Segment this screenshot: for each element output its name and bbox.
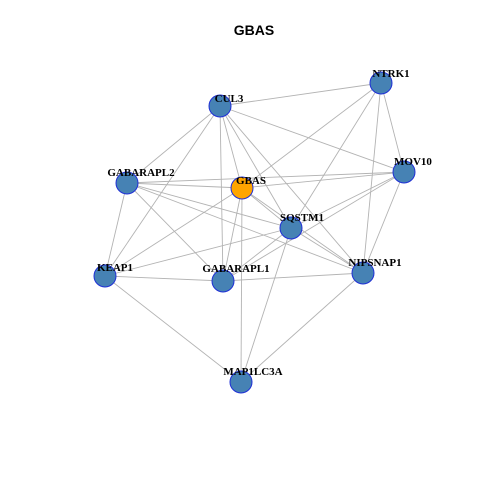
edge-gbas-keap1 bbox=[104, 187, 243, 277]
node-label-cul3: CUL3 bbox=[215, 93, 244, 105]
edge-sqstm1-nipsnap1 bbox=[290, 227, 364, 274]
node-circle-gabarapl2[interactable] bbox=[115, 171, 139, 195]
node-circle-keap1[interactable] bbox=[93, 264, 117, 288]
edge-gbas-gabarapl1 bbox=[222, 187, 243, 282]
edge-ntrk1-nipsnap1 bbox=[362, 82, 382, 274]
node-nipsnap1[interactable]: NIPSNAP1 bbox=[348, 257, 402, 285]
node-label-gabarapl1: GABARAPL1 bbox=[202, 263, 269, 275]
graph-title: GBAS bbox=[234, 22, 274, 38]
node-mov10[interactable]: MOV10 bbox=[392, 156, 432, 184]
edge-gabarapl2-nipsnap1 bbox=[126, 182, 364, 274]
node-circle-gabarapl1[interactable] bbox=[211, 269, 235, 293]
edge-keap1-gabarapl1 bbox=[104, 275, 224, 282]
node-keap1[interactable]: KEAP1 bbox=[93, 262, 133, 288]
edge-nipsnap1-map1lc3a bbox=[240, 272, 364, 383]
node-map1lc3a[interactable]: MAP1LC3A bbox=[223, 366, 283, 394]
node-label-ntrk1: NTRK1 bbox=[372, 68, 409, 80]
edge-sqstm1-keap1 bbox=[104, 227, 292, 277]
node-gbas[interactable]: GBAS bbox=[230, 175, 266, 200]
edge-cul3-gabarapl1 bbox=[219, 105, 224, 282]
edge-cul3-gbas bbox=[219, 105, 243, 189]
edge-mov10-nipsnap1 bbox=[362, 171, 405, 274]
edge-layer bbox=[104, 82, 405, 383]
edge-cul3-gabarapl2 bbox=[126, 105, 221, 184]
node-circle-gbas[interactable] bbox=[230, 176, 254, 200]
edge-gbas-nipsnap1 bbox=[241, 187, 364, 274]
node-label-sqstm1: SQSTM1 bbox=[280, 212, 324, 224]
edge-gabarapl2-mov10 bbox=[126, 171, 405, 184]
edge-keap1-map1lc3a bbox=[104, 275, 242, 383]
edge-sqstm1-gabarapl1 bbox=[222, 227, 292, 282]
node-sqstm1[interactable]: SQSTM1 bbox=[279, 212, 324, 240]
edge-cul3-keap1 bbox=[104, 105, 221, 277]
edge-sqstm1-map1lc3a bbox=[240, 227, 292, 383]
edge-ntrk1-sqstm1 bbox=[290, 82, 382, 229]
edge-gabarapl2-gabarapl1 bbox=[126, 182, 224, 282]
node-gabarapl2[interactable]: GABARAPL2 bbox=[107, 167, 175, 195]
edge-cul3-ntrk1 bbox=[219, 82, 382, 107]
node-circle-ntrk1[interactable] bbox=[369, 71, 393, 95]
edge-gabarapl1-nipsnap1 bbox=[222, 272, 364, 282]
node-label-keap1: KEAP1 bbox=[97, 262, 133, 274]
edge-mov10-gabarapl1 bbox=[222, 171, 405, 282]
edge-gbas-map1lc3a bbox=[240, 187, 243, 383]
edge-cul3-sqstm1 bbox=[219, 105, 292, 229]
node-label-gbas: GBAS bbox=[236, 175, 266, 187]
node-cul3[interactable]: CUL3 bbox=[208, 93, 244, 118]
edge-gabarapl2-gbas bbox=[126, 182, 243, 189]
node-label-nipsnap1: NIPSNAP1 bbox=[348, 257, 401, 269]
node-label-mov10: MOV10 bbox=[394, 156, 432, 168]
edge-gabarapl2-keap1 bbox=[104, 182, 128, 277]
node-circle-sqstm1[interactable] bbox=[279, 216, 303, 240]
edge-mov10-gbas bbox=[241, 171, 405, 189]
node-circle-cul3[interactable] bbox=[208, 94, 232, 118]
node-ntrk1[interactable]: NTRK1 bbox=[369, 68, 410, 95]
node-label-map1lc3a: MAP1LC3A bbox=[223, 366, 282, 378]
node-label-gabarapl2: GABARAPL2 bbox=[107, 167, 175, 179]
edge-mov10-sqstm1 bbox=[290, 171, 405, 229]
node-gabarapl1[interactable]: GABARAPL1 bbox=[202, 263, 270, 293]
edge-cul3-nipsnap1 bbox=[219, 105, 364, 274]
edge-ntrk1-mov10 bbox=[380, 82, 405, 173]
node-circle-mov10[interactable] bbox=[392, 160, 416, 184]
node-circle-map1lc3a[interactable] bbox=[229, 370, 253, 394]
node-circle-nipsnap1[interactable] bbox=[351, 261, 375, 285]
edge-gabarapl2-sqstm1 bbox=[126, 182, 292, 229]
edge-ntrk1-gbas bbox=[241, 82, 382, 189]
edge-cul3-mov10 bbox=[219, 105, 405, 173]
